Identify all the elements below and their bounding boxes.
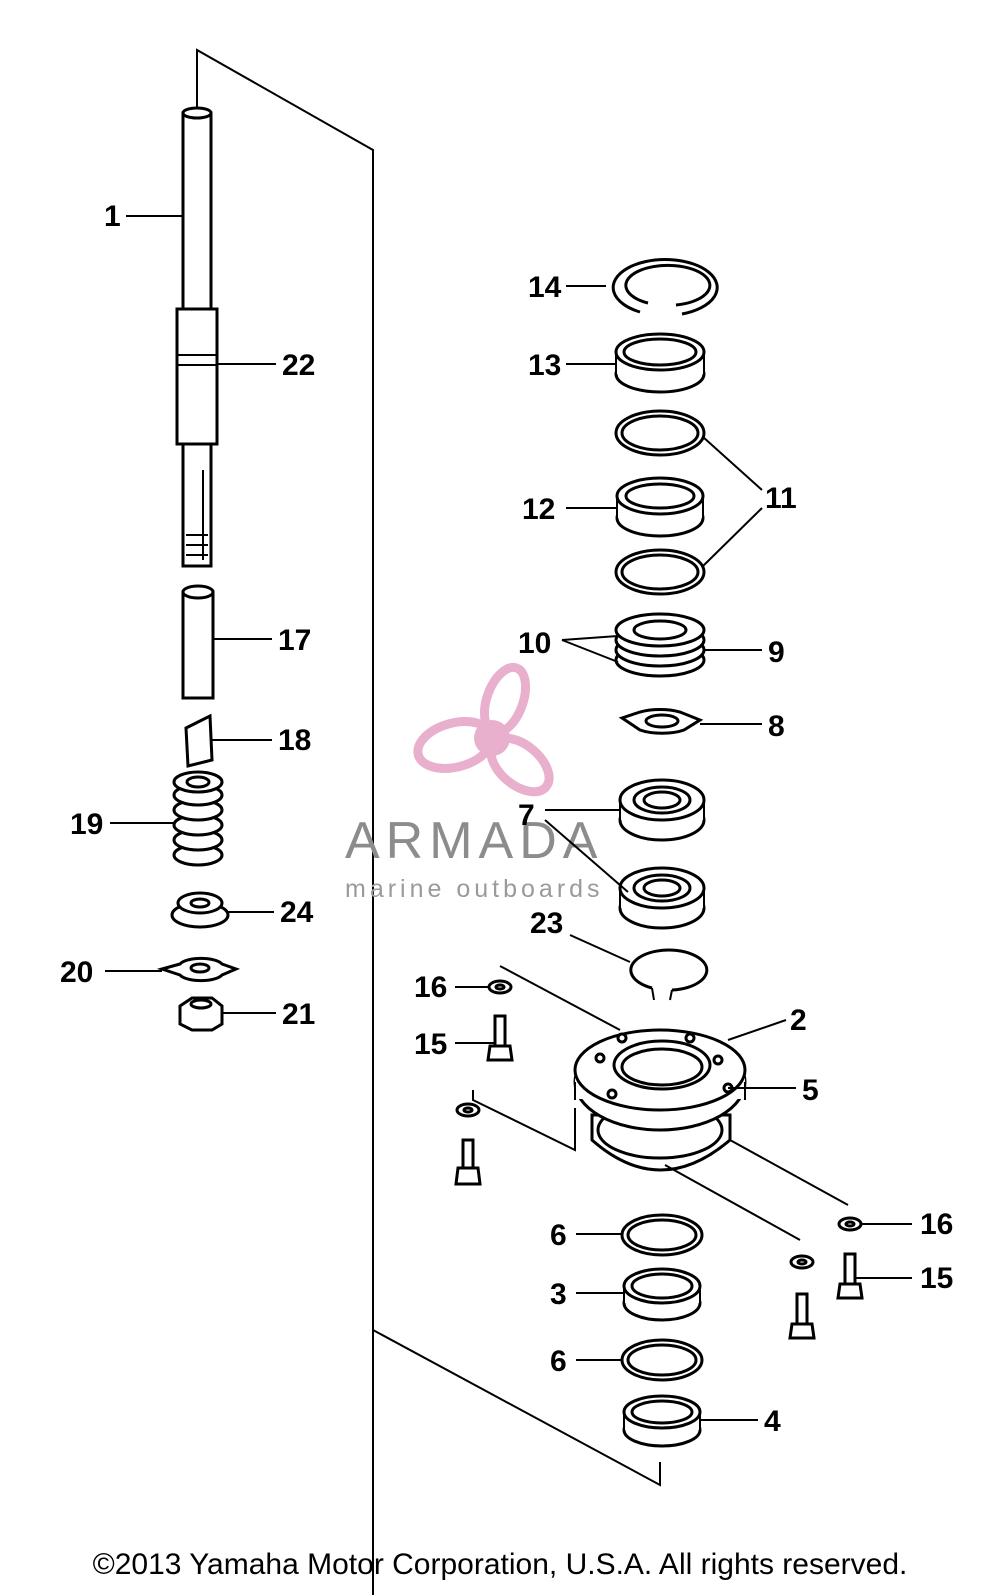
callout-18: 18 — [278, 724, 311, 757]
callout-15-left: 15 — [414, 1028, 447, 1061]
part-shaft — [175, 106, 219, 568]
part-ball-bearing-upper — [618, 778, 706, 842]
part-washer-lower-right — [789, 1254, 815, 1270]
callout-22: 22 — [282, 349, 315, 382]
part-rod — [181, 584, 215, 700]
watermark-brand: ARMADA — [345, 812, 603, 870]
part-bolt-upper-left — [486, 1014, 514, 1062]
part-washer-upper-left — [487, 979, 513, 995]
callout-16-left: 16 — [414, 971, 447, 1004]
part-collar — [622, 1267, 702, 1322]
part-snap-ring — [611, 258, 719, 316]
callout-6-lower: 6 — [550, 1345, 567, 1378]
callout-10: 10 — [518, 627, 551, 660]
part-o-ring-6-lower — [620, 1338, 704, 1382]
assembly-boundary-line — [196, 48, 374, 1595]
callout-24: 24 — [280, 896, 314, 929]
part-washer — [170, 891, 230, 929]
callout-14: 14 — [528, 271, 562, 304]
part-ball-bearing-lower — [618, 866, 706, 930]
callout-3: 3 — [550, 1278, 567, 1311]
copyright-notice: ©2013 Yamaha Motor Corporation, U.S.A. A… — [92, 1548, 908, 1581]
callout-4: 4 — [764, 1405, 781, 1438]
part-lock-plate — [618, 707, 704, 735]
part-spring — [172, 770, 224, 867]
part-circlip — [629, 948, 709, 1001]
part-bolt-right — [836, 1252, 864, 1300]
part-washer-right — [837, 1216, 863, 1232]
part-o-ring-6-upper — [620, 1213, 704, 1257]
part-nut — [178, 996, 224, 1032]
watermark-tagline: marine outboards — [345, 875, 604, 903]
part-oil-seal — [614, 612, 706, 678]
callout-11: 11 — [765, 482, 797, 515]
part-bushing — [622, 1394, 702, 1448]
callout-17: 17 — [278, 624, 311, 657]
callout-19: 19 — [70, 808, 103, 841]
part-o-ring-lower — [614, 548, 706, 596]
callout-16-right: 16 — [920, 1208, 953, 1241]
callout-13: 13 — [528, 349, 561, 382]
callout-5: 5 — [802, 1074, 819, 1107]
part-washer-mid-left — [455, 1102, 481, 1118]
assembly-boundary-bottom — [372, 1329, 661, 1487]
callout-6-upper: 6 — [550, 1219, 567, 1252]
callout-7: 7 — [518, 799, 535, 832]
callout-23: 23 — [530, 907, 563, 940]
part-tab-washer — [156, 956, 241, 983]
part-bearing-housing — [573, 1028, 747, 1172]
part-bolt-lower-right — [788, 1292, 816, 1340]
propeller-logo-icon — [413, 662, 554, 797]
part-o-ring-upper — [614, 409, 706, 457]
callout-21: 21 — [282, 998, 315, 1031]
part-bearing-ring — [615, 476, 705, 538]
callout-20: 20 — [60, 956, 93, 989]
part-ring — [614, 332, 706, 394]
callout-2: 2 — [790, 1004, 807, 1037]
part-bolt-mid-left — [454, 1138, 482, 1186]
callout-9: 9 — [768, 636, 785, 669]
callout-15-right: 15 — [920, 1262, 953, 1295]
part-clip — [184, 713, 214, 768]
callout-12: 12 — [522, 493, 555, 526]
callout-8: 8 — [768, 710, 785, 743]
callout-1: 1 — [104, 200, 121, 233]
